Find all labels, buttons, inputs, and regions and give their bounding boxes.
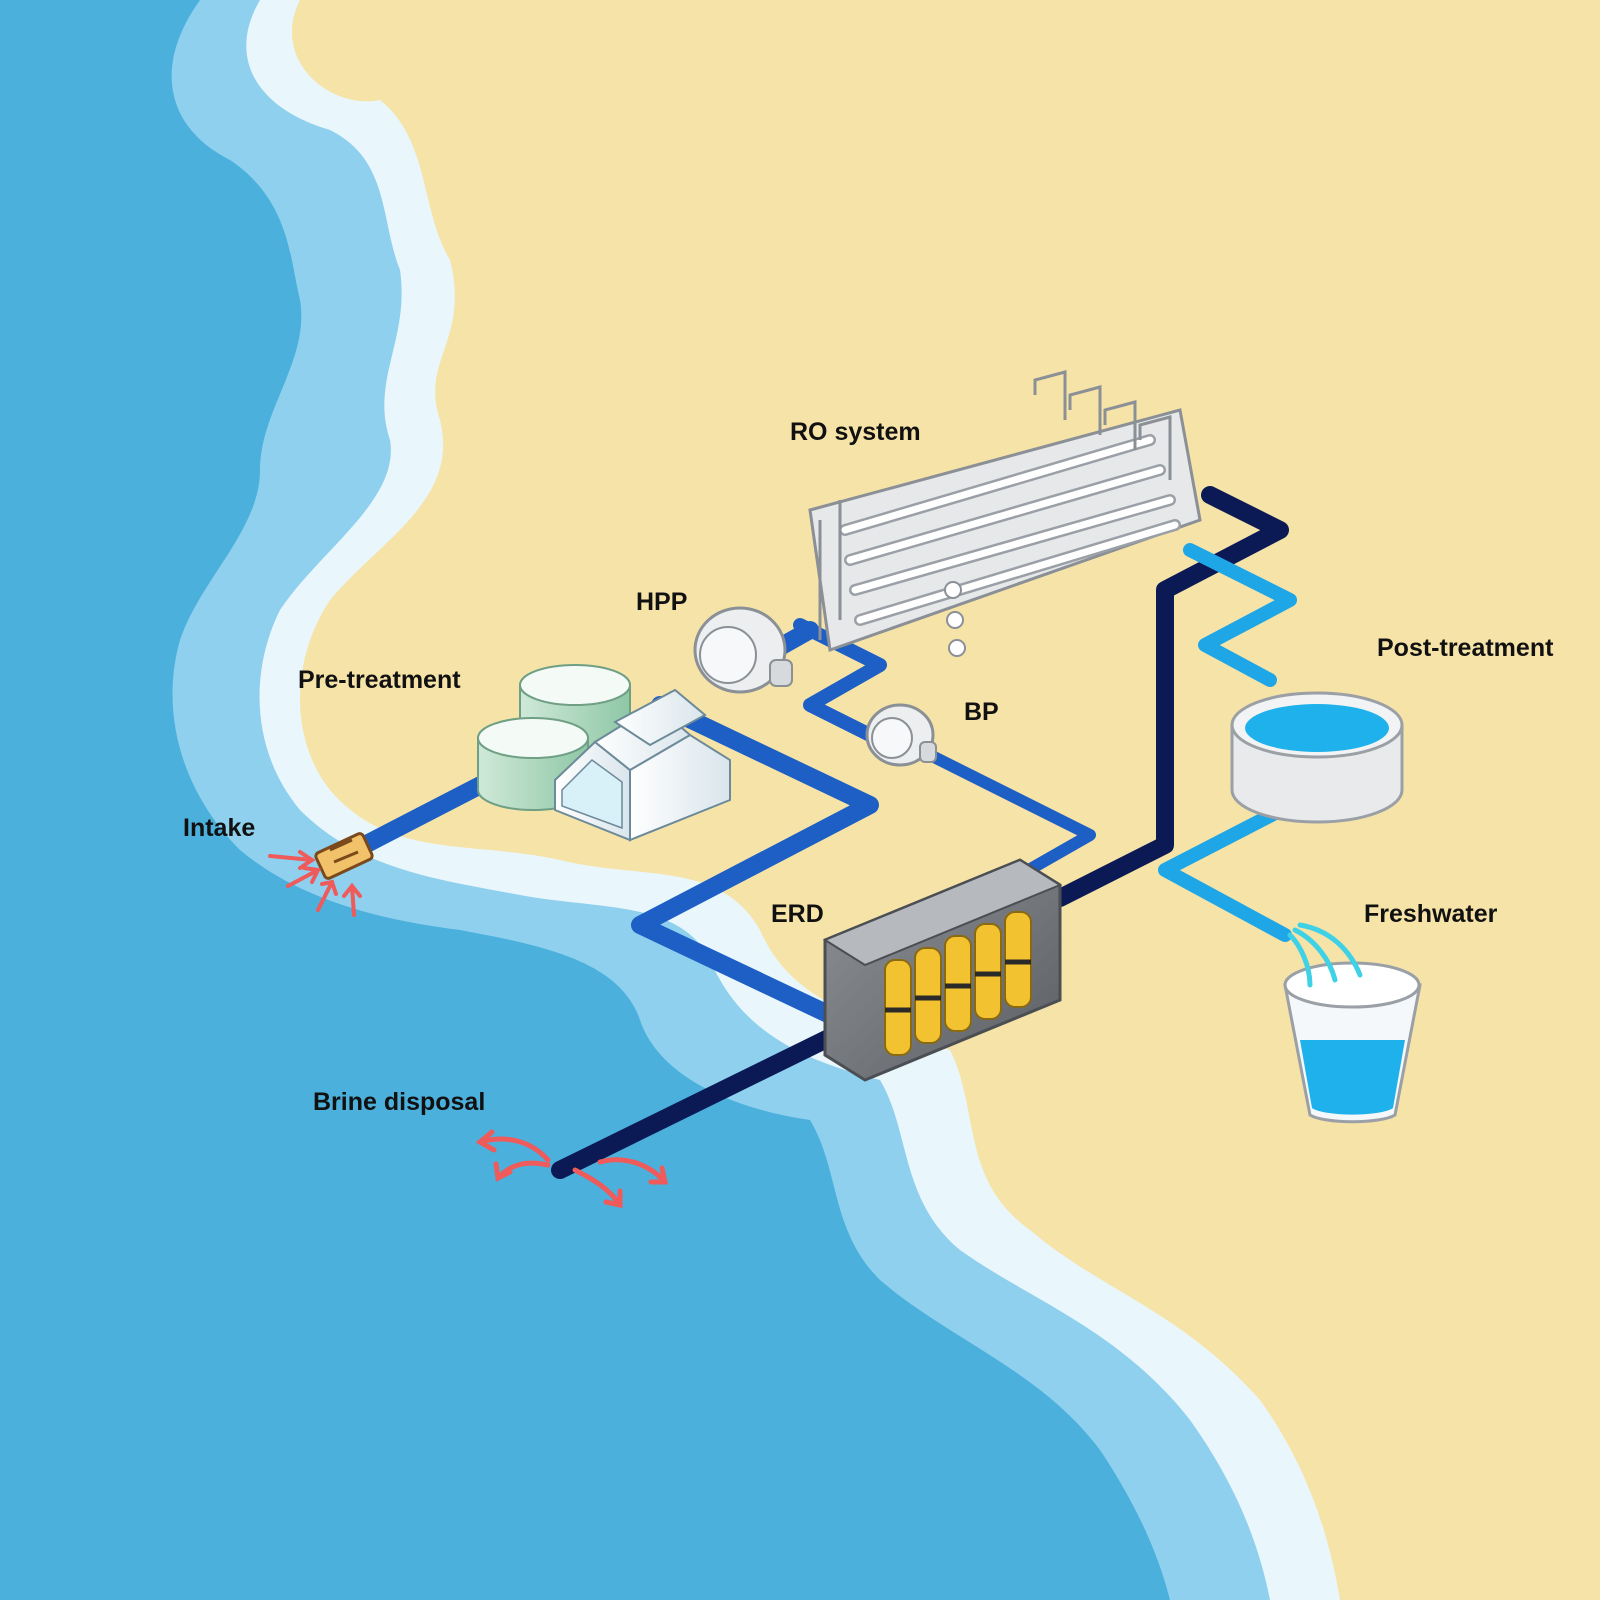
freshwater-glass-icon xyxy=(1283,922,1422,1124)
freshwater-label: Freshwater xyxy=(1364,900,1498,928)
pre-treatment-label: Pre-treatment xyxy=(298,666,461,694)
post-treatment-label: Post-treatment xyxy=(1377,634,1554,662)
hpp-pump-icon xyxy=(693,606,793,694)
bp-label: BP xyxy=(964,698,999,726)
intake-pipe xyxy=(346,766,509,859)
intake-arrows-icon xyxy=(268,850,362,917)
ro-to-post-pipe xyxy=(1183,543,1297,687)
erd-label: ERD xyxy=(771,900,824,928)
post-treatment-tank-icon xyxy=(1230,691,1404,824)
bp-pump-icon xyxy=(865,703,937,767)
intake-icon xyxy=(314,832,374,880)
ro-system-label: RO system xyxy=(790,418,921,446)
erd-icon xyxy=(822,858,1063,1082)
ro-system-icon xyxy=(808,370,1202,657)
pre-treatment-icon xyxy=(477,664,731,842)
hpp-label: HPP xyxy=(636,588,688,616)
brine-arrows-icon xyxy=(475,1129,669,1209)
brine-disposal-pipe xyxy=(551,1021,854,1179)
brine-from-ro-pipe xyxy=(1051,486,1289,907)
feed-to-erd-pipe xyxy=(631,696,879,1024)
deep-sea xyxy=(0,0,1170,1600)
brine-disposal-label: Brine disposal xyxy=(313,1088,486,1116)
bp-to-erd-pipe xyxy=(924,749,1096,881)
intake-label: Intake xyxy=(183,814,256,842)
